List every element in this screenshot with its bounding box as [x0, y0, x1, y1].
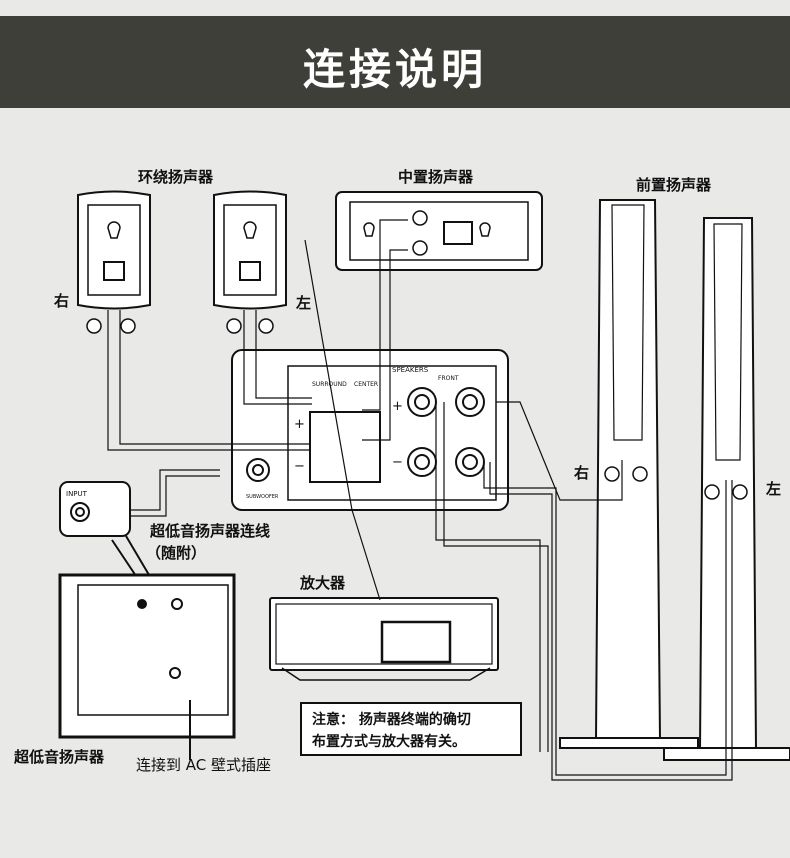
note-line-1: 注意： 扬声器终端的确切 [312, 712, 471, 728]
subwoofer-label: 超低音扬声器 [14, 748, 105, 766]
amplifier-unit [269, 239, 499, 681]
panel-input-label: INPUT [66, 490, 88, 498]
surround-left-label: 左 [296, 294, 312, 312]
panel-plus-sign: + [294, 417, 305, 432]
header-bar: 连接说明 [0, 16, 790, 108]
front-left-label: 左 [766, 480, 782, 498]
front-speakers-label: 前置扬声器 [636, 176, 712, 194]
panel-front-label: FRONT [438, 375, 459, 382]
note-line-2: 布置方式与放大器有关。 [312, 734, 466, 750]
panel-minus-sign: − [294, 459, 305, 474]
subwoofer-cable-label: 超低音扬声器连线 [150, 522, 271, 540]
front-speaker-right [559, 199, 699, 749]
panel-subwoofer-label: SUBWOOFER [246, 494, 279, 500]
amplifier-label: 放大器 [300, 574, 346, 592]
note-box: 注意： 扬声器终端的确切 布置方式与放大器有关。 [300, 702, 522, 756]
amplifier-rear-panel [231, 349, 509, 511]
center-speaker [335, 191, 543, 271]
page-title: 连接说明 [302, 45, 487, 94]
center-speaker-label: 中置扬声器 [398, 168, 474, 186]
surround-speakers-label: 环绕扬声器 [138, 168, 214, 186]
connection-diagram: SPEAKERS SURROUND CENTER FRONT SUBWOOFER… [58, 190, 790, 781]
surround-right-label: 右 [54, 292, 70, 310]
panel-speakers-label: SPEAKERS [392, 366, 429, 374]
ac-outlet-label: 连接到 AC 壁式插座 [136, 756, 272, 774]
panel-center-label: CENTER [354, 381, 378, 388]
surround-speaker-left [213, 190, 287, 310]
front-speaker-left [663, 217, 790, 761]
terminal-markers [86, 210, 748, 500]
panel-surround-label: SURROUND [312, 381, 347, 388]
wires [107, 219, 733, 781]
front-right-label: 右 [574, 464, 590, 482]
panel-front-minus: − [392, 455, 403, 470]
subwoofer-cable-note: （随附） [146, 544, 207, 562]
surround-speaker-right [77, 190, 151, 310]
subwoofer-box [58, 573, 236, 760]
panel-front-plus: + [392, 399, 403, 414]
